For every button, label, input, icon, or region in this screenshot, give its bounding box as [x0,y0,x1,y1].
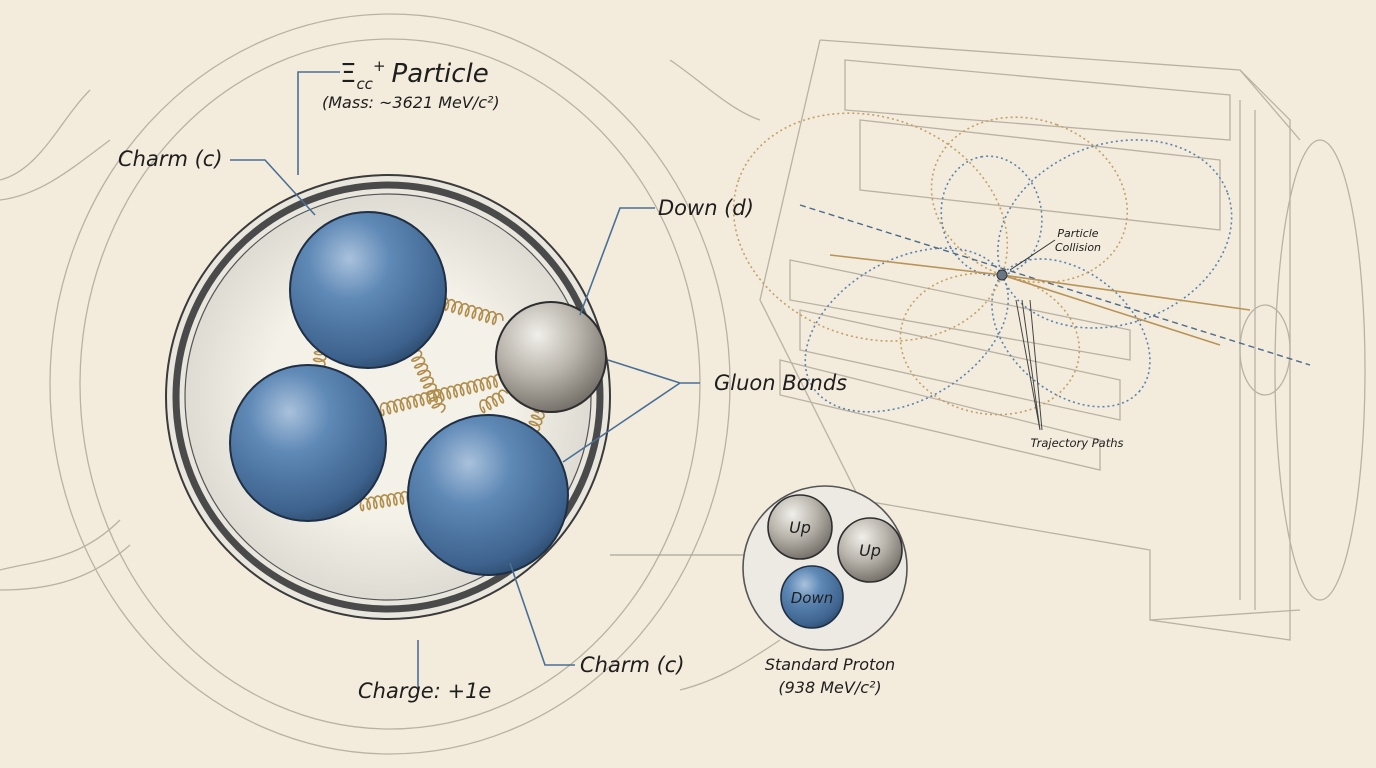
charm-quark-top [289,211,447,369]
trajectory-path [991,258,1151,408]
gluon-spring [479,389,509,414]
up-quark-2 [837,517,903,583]
collision-label-2: Collision [1055,241,1101,254]
proton-mass: (938 MeV/c²) [778,678,881,697]
trajectory-label: Trajectory Paths [1030,436,1123,450]
trajectory-path [997,139,1233,329]
collision-label-1: Particle [1057,227,1098,240]
down-label-proton: Down [791,589,834,607]
up-label-2: Up [859,541,881,560]
proton-name: Standard Proton [765,655,895,674]
up-label-1: Up [789,518,811,537]
standard-proton: Up Up Down Standard Proton (938 MeV/c²) [742,485,908,697]
particle-title: Ξcc+Particle [340,57,489,93]
down-quark [495,301,607,413]
charge-label: Charge: +1e [358,679,491,703]
collision-point [996,269,1008,281]
gluon-spring [359,488,424,512]
gluon-label: Gluon Bonds [714,371,847,395]
charm-quark-bottom [407,414,569,576]
charm-label-top: Charm (c) [118,147,223,171]
charm-label-bottom: Charm (c) [580,653,685,677]
charm-quark-left [229,364,387,522]
trajectory-path [930,116,1129,284]
up-quark-1 [767,494,833,560]
down-label: Down (d) [658,196,754,220]
gluon-spring [379,373,504,417]
particle-mass: (Mass: ~3621 MeV/c²) [322,93,500,112]
background-detector-sketch [0,13,781,755]
particle-detector: Particle Collision Trajectory Paths [732,39,1366,641]
down-quark-proton [780,565,844,629]
trajectory-path [732,112,1009,342]
trajectory-path [899,272,1081,416]
trajectory-path [940,155,1043,277]
xi-cc-particle [165,174,611,620]
